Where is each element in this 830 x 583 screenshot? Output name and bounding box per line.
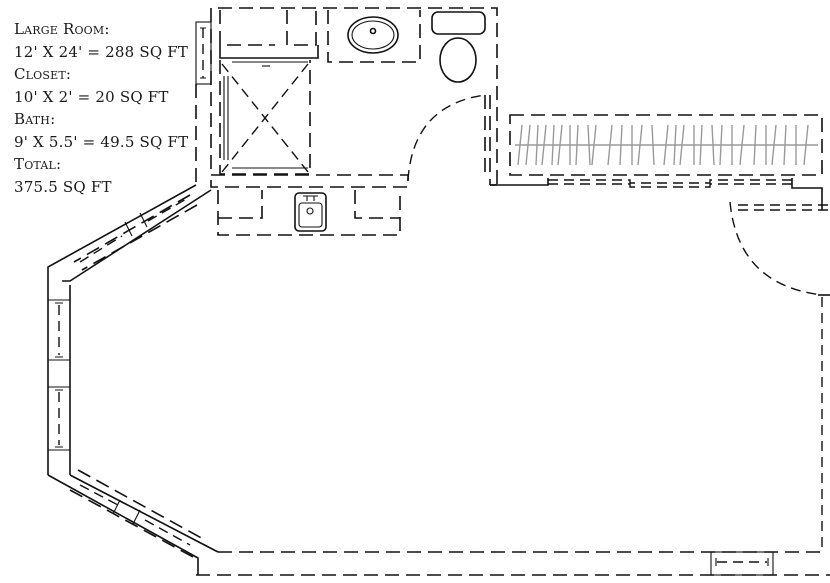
closet-area: 10' X 2' = 20 SQ FT <box>14 87 169 106</box>
large-room <box>47 184 830 576</box>
upper-angled-windows-icon <box>73 194 198 271</box>
large-room-area: 12' X 24' = 288 SQ FT <box>14 42 189 61</box>
kitchenette <box>217 190 401 236</box>
entry-door <box>729 201 830 296</box>
left-windows-icon <box>48 299 70 451</box>
shower-icon <box>219 60 311 175</box>
bottom-window-icon <box>710 551 774 576</box>
bath-door-swing-icon <box>407 94 486 181</box>
oval-sink-icon <box>347 16 399 54</box>
total-label: Total: <box>14 155 62 173</box>
bath-label: Bath: <box>14 110 56 128</box>
lower-angled-windows-icon <box>69 469 206 558</box>
bath-side-window-icon <box>195 21 212 85</box>
area-legend: Large Room: 12' X 24' = 288 SQ FT Closet… <box>14 18 188 198</box>
closet <box>490 114 823 210</box>
entry-door-swing-icon <box>729 201 823 296</box>
total-area: 375.5 SQ FT <box>14 177 112 196</box>
toilet-icon <box>431 11 486 83</box>
large-room-label: Large Room: <box>14 20 110 38</box>
hanging-rod-icon <box>515 124 818 166</box>
bath-area: 9' X 5.5' = 49.5 SQ FT <box>14 132 189 151</box>
bar-sink-icon <box>294 192 327 232</box>
closet-label: Closet: <box>14 65 72 83</box>
bathroom <box>195 7 498 188</box>
